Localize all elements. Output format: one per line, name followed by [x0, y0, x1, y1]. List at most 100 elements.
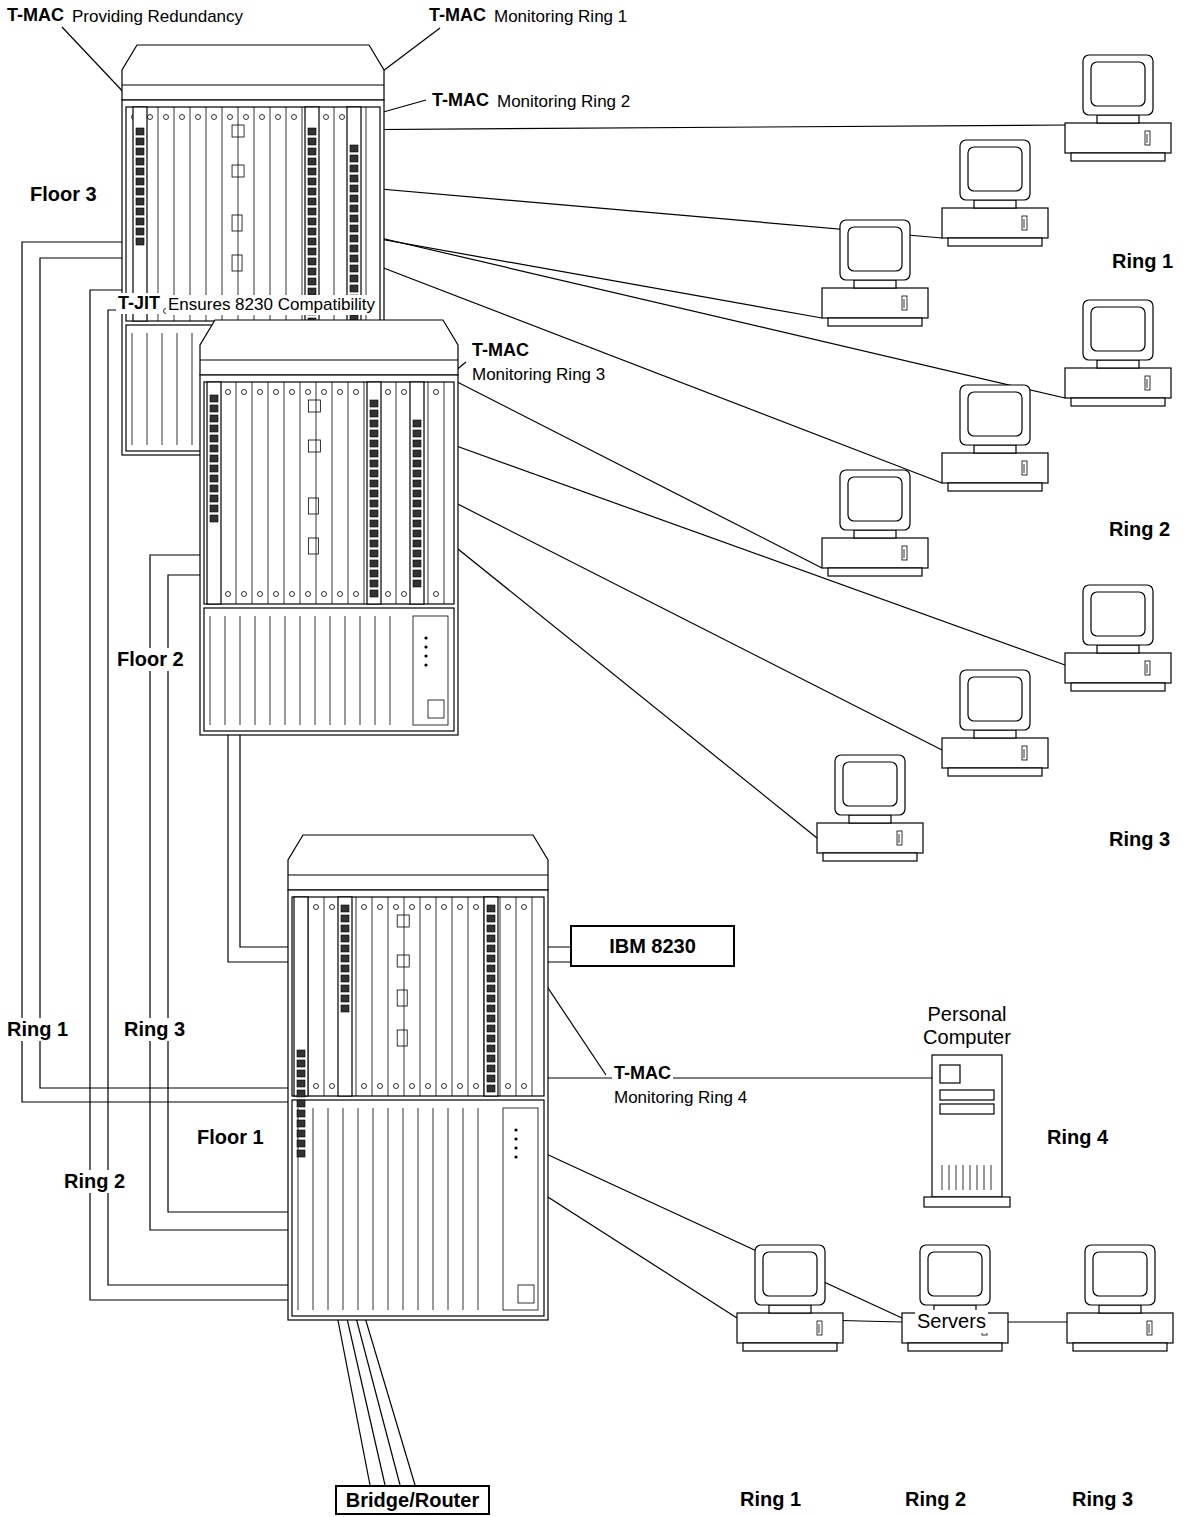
- drawing-stroke: [1145, 376, 1150, 390]
- port-jack: [370, 570, 378, 577]
- drawing-stroke: [948, 768, 1042, 776]
- device-name: Bridge/Router: [346, 1489, 479, 1512]
- drawing-stroke: [1024, 749, 1025, 758]
- drawing-stroke: [1083, 585, 1153, 645]
- drawing-stroke: [258, 592, 263, 597]
- drawing-stroke: [356, 897, 357, 1096]
- port-jack: [210, 405, 218, 412]
- port-jack: [413, 500, 421, 507]
- port-jack: [370, 460, 378, 467]
- drawing-stroke: [1091, 592, 1145, 636]
- drawing-stroke: [388, 1108, 389, 1310]
- port-jack: [487, 955, 495, 962]
- drawing-stroke: [313, 1108, 314, 1310]
- drawing-stroke: [849, 815, 891, 823]
- callout-label: Floor 2: [115, 648, 186, 671]
- port-jack: [487, 1005, 495, 1012]
- drawing-stroke: [436, 897, 437, 1096]
- drawing-stroke: [358, 1108, 359, 1310]
- port-jack: [210, 485, 218, 492]
- drawing-stroke: [516, 897, 517, 1096]
- port-jack: [136, 168, 144, 175]
- drawing-stroke: [532, 897, 533, 1096]
- drawing-stroke: [977, 1165, 978, 1190]
- port-jack: [136, 158, 144, 165]
- drawing-stroke: [974, 445, 1016, 453]
- port-jack: [350, 215, 358, 222]
- port-jack: [487, 1025, 495, 1032]
- drawing-stroke: [474, 1084, 479, 1089]
- port-jack: [413, 460, 421, 467]
- drawing-stroke: [148, 115, 153, 120]
- drawing-stroke: [942, 453, 1048, 483]
- port-jack: [413, 560, 421, 567]
- drawing-stroke: [426, 905, 431, 910]
- drawing-stroke: [232, 165, 244, 177]
- drawing-stroke: [828, 568, 922, 576]
- port-jack: [487, 1045, 495, 1052]
- port-jack: [308, 138, 316, 145]
- drawing-stroke: [132, 333, 133, 445]
- drawing-stroke: [817, 823, 923, 853]
- drawing-stroke: [252, 382, 253, 604]
- drawing-stroke: [1067, 1313, 1173, 1343]
- port-jack: [308, 178, 316, 185]
- drawing-stroke: [308, 498, 318, 514]
- drawing-stroke: [743, 1343, 837, 1351]
- drawing-stroke: [1099, 1305, 1141, 1313]
- drawing-stroke: [147, 333, 148, 445]
- drawing-stroke: [268, 382, 269, 604]
- drawing-stroke: [442, 1084, 447, 1089]
- drawing-stroke: [362, 905, 367, 910]
- device-box: IBM 8230: [570, 925, 735, 967]
- led-dot: [514, 1128, 517, 1131]
- drawing-stroke: [174, 107, 175, 321]
- drawing-stroke: [292, 1100, 544, 1316]
- port-jack: [308, 128, 316, 135]
- drawing-stroke: [226, 592, 231, 597]
- port-jack: [136, 178, 144, 185]
- port-jack: [210, 395, 218, 402]
- port-jack: [350, 155, 358, 162]
- drawing-stroke: [763, 1252, 817, 1296]
- drawing-stroke: [474, 905, 479, 910]
- port-jack: [350, 185, 358, 192]
- port-jack: [413, 570, 421, 577]
- port-jack: [308, 148, 316, 155]
- drawing-stroke: [306, 390, 311, 395]
- drawing-stroke: [755, 1245, 825, 1305]
- port-jack: [487, 1015, 495, 1022]
- callout-label: Ring 3: [122, 1018, 187, 1041]
- port-jack: [308, 158, 316, 165]
- port-jack: [350, 175, 358, 182]
- drawing-stroke: [236, 382, 237, 604]
- workstation-icon: [822, 470, 928, 576]
- drawing-stroke: [200, 320, 458, 375]
- port-jack: [413, 550, 421, 557]
- drawing-stroke: [428, 700, 444, 718]
- drawing-stroke: [940, 1090, 994, 1100]
- port-jack: [487, 1085, 495, 1092]
- port-jack: [136, 238, 144, 245]
- port-jack: [413, 580, 421, 587]
- drawing-stroke: [298, 1108, 299, 1310]
- drawing-stroke: [1147, 379, 1148, 388]
- port-jack: [308, 228, 316, 235]
- drawing-stroke: [960, 385, 1030, 445]
- drawing-stroke: [288, 890, 548, 1320]
- port-jack: [370, 430, 378, 437]
- callout-label: Providing Redundancy: [70, 7, 245, 27]
- drawing-stroke: [270, 107, 271, 321]
- drawing-stroke: [210, 616, 211, 725]
- drawing-stroke: [242, 592, 247, 597]
- drawing-stroke: [240, 616, 241, 725]
- port-jack: [370, 560, 378, 567]
- drawing-stroke: [322, 592, 327, 597]
- drawing-stroke: [322, 390, 327, 395]
- cable-line: [355, 232, 1065, 398]
- port-jack: [308, 278, 316, 285]
- drawing-stroke: [397, 990, 407, 1006]
- workstation-icon: [737, 1245, 843, 1351]
- port-jack: [370, 400, 378, 407]
- port-jack: [413, 420, 421, 427]
